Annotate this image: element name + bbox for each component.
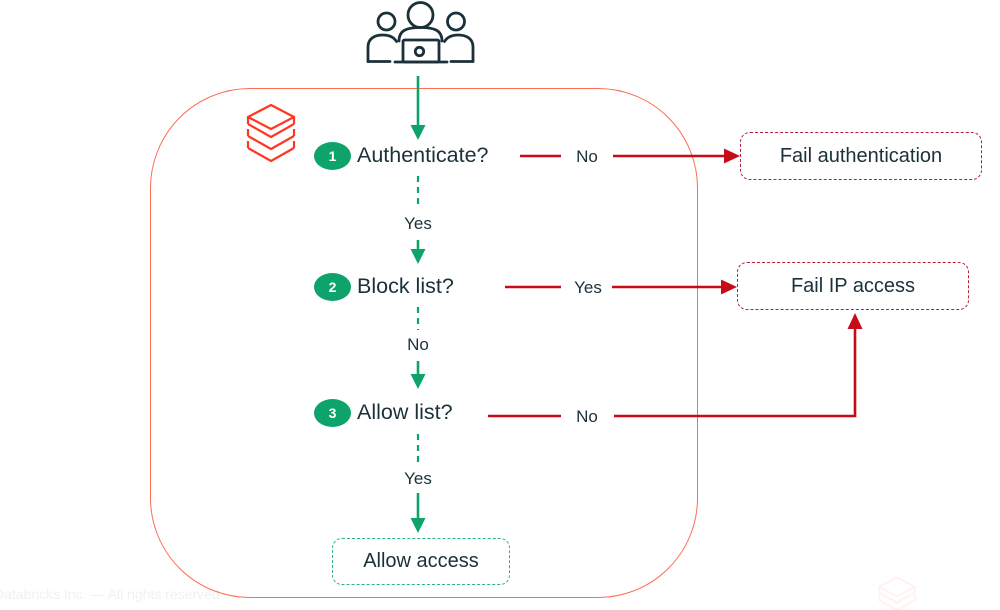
- fail-authentication-label: Fail authentication: [779, 144, 943, 167]
- edge-auth-yes-label: Yes: [398, 214, 438, 234]
- step-2-badge: 2: [314, 273, 351, 301]
- fail-authentication-box: Fail authentication: [740, 132, 982, 180]
- step-3-badge: 3: [314, 399, 351, 427]
- step-2-number: 2: [328, 279, 337, 295]
- edge-auth-no-label: No: [570, 147, 604, 167]
- fail-ip-access-label: Fail IP access: [790, 274, 916, 297]
- step-3-number: 3: [328, 405, 337, 421]
- step-2-label: Block list?: [357, 274, 454, 298]
- databricks-logo: [246, 103, 296, 163]
- edge-allow-no-label: No: [570, 407, 604, 427]
- copyright-watermark: Databricks Inc. — All rights reserved: [0, 586, 220, 602]
- step-1-badge: 1: [314, 142, 351, 170]
- edge-block-no-label: No: [401, 335, 435, 355]
- step-3-label: Allow list?: [357, 400, 453, 424]
- allow-access-box: Allow access: [332, 538, 510, 585]
- allow-access-label: Allow access: [363, 550, 479, 572]
- edge-allow-yes-label: Yes: [398, 469, 438, 489]
- edge-block-yes-label: Yes: [568, 278, 608, 298]
- fail-ip-access-box: Fail IP access: [737, 262, 969, 310]
- databricks-watermark-icon: [877, 576, 917, 610]
- users-at-laptop-icon: [366, 1, 475, 64]
- step-1-number: 1: [328, 148, 337, 164]
- step-1-label: Authenticate?: [357, 143, 489, 167]
